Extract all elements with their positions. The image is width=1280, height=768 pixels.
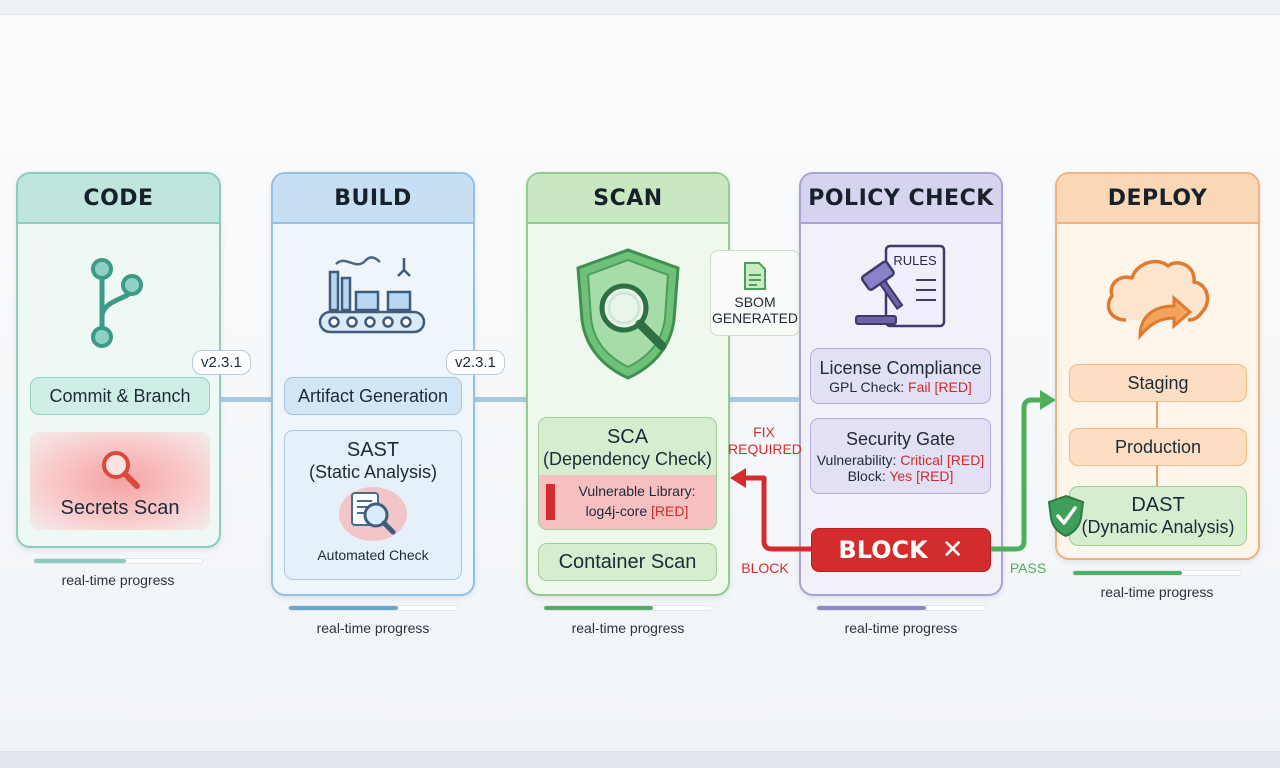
sbom-label-line2: GENERATED (711, 309, 799, 326)
secrets-scan-step[interactable]: Secrets Scan (30, 432, 210, 530)
gate-vuln-prefix: Vulnerability: (816, 451, 897, 468)
sast-subtitle: (Static Analysis) (308, 462, 438, 482)
scan-progress-fill (544, 606, 654, 610)
connector-scan-policy (729, 397, 799, 402)
scan-progress-label: real-time progress (571, 620, 685, 636)
artifact-generation-step[interactable]: Artifact Generation (284, 377, 462, 415)
stage-policy-title: POLICY CHECK (801, 174, 1001, 224)
pass-arrowhead (1040, 390, 1056, 410)
commit-branch-step[interactable]: Commit & Branch (30, 377, 210, 415)
secrets-scan-label: Secrets Scan (60, 496, 180, 519)
fix-label-line1: FIX (753, 424, 775, 440)
gate-vuln-status: Critical [RED] (900, 451, 985, 468)
stage-build-title: BUILD (273, 174, 473, 224)
license-check-prefix: GPL Check: (829, 378, 905, 395)
build-progress-label: real-time progress (316, 620, 430, 636)
code-version-tag: v2.3.1 (192, 350, 251, 375)
shield-check-icon (1047, 494, 1085, 538)
container-scan-label: Container Scan (558, 550, 697, 573)
artifact-generation-label: Artifact Generation (297, 385, 449, 406)
commit-branch-label: Commit & Branch (49, 385, 191, 406)
stage-code-title: CODE (18, 174, 219, 224)
deploy-connector-1 (1156, 402, 1158, 428)
gate-block-status: Yes [RED] (889, 467, 954, 484)
vulnerable-library-alert[interactable]: Vulnerable Library: log4j-core [RED] (539, 475, 716, 529)
block-button[interactable]: BLOCK ✕ (811, 528, 991, 572)
staging-step[interactable]: Staging (1069, 364, 1247, 402)
gate-block-prefix: Block: (847, 467, 886, 484)
scan-progress-bar (543, 605, 713, 611)
git-branch-icon (91, 258, 143, 348)
policy-progress-fill (817, 606, 927, 610)
shield-magnifier-icon (576, 248, 680, 380)
production-label: Production (1114, 436, 1202, 457)
code-progress-fill (34, 559, 127, 563)
security-gate-step[interactable]: Security Gate Vulnerability: Critical [R… (810, 418, 991, 494)
document-icon (744, 261, 766, 290)
vuln-line2: log4j-core [RED] (567, 503, 707, 519)
pass-arrow (990, 397, 1044, 552)
block-button-label: BLOCK (838, 536, 928, 564)
sast-check-label: Automated Check (317, 547, 429, 563)
connector-code-build (220, 397, 272, 402)
sast-title: SAST (346, 439, 400, 461)
license-compliance-step[interactable]: License Compliance GPL Check: Fail [RED] (810, 348, 991, 404)
close-icon: ✕ (941, 535, 964, 565)
vuln-line1: Vulnerable Library: (578, 483, 696, 499)
production-step[interactable]: Production (1069, 428, 1247, 466)
license-detail: GPL Check: Fail [RED] (829, 379, 972, 395)
dast-step[interactable]: DAST (Dynamic Analysis) (1069, 486, 1247, 546)
code-progress-label: real-time progress (61, 572, 175, 588)
policy-progress-bar (816, 605, 986, 611)
dast-subtitle: (Dynamic Analysis) (1081, 517, 1235, 537)
sca-title: SCA (606, 426, 649, 448)
connector-build-scan (474, 397, 527, 402)
deploy-progress-fill (1073, 571, 1183, 575)
sbom-label-line1: SBOM (734, 293, 776, 310)
cloud-deploy-icon (1106, 259, 1210, 341)
build-progress-bar (288, 605, 458, 611)
license-title: License Compliance (819, 357, 982, 378)
deploy-progress-label: real-time progress (1100, 584, 1214, 600)
sbom-generated-badge: SBOM GENERATED (710, 250, 800, 336)
deploy-connector-2 (1156, 466, 1158, 486)
staging-label: Staging (1127, 372, 1189, 393)
sast-step[interactable]: SAST (Static Analysis) Automated Check (284, 430, 462, 580)
fix-required-arrowhead (730, 468, 746, 488)
license-check-status: Fail [RED] (908, 378, 972, 395)
document-magnifier-icon (339, 487, 407, 541)
fix-label-line2: REQUIRED (728, 441, 802, 457)
gate-block-line: Block: Yes [RED] (848, 468, 954, 484)
gate-vulnerability-line: Vulnerability: Critical [RED] (817, 452, 985, 468)
vuln-library-name: log4j-core (585, 503, 648, 519)
dast-title: DAST (1131, 494, 1185, 516)
vuln-flag: [RED] (651, 503, 689, 519)
fix-required-arrow (742, 475, 812, 552)
build-progress-fill (289, 606, 399, 610)
container-scan-step[interactable]: Container Scan (538, 543, 717, 581)
sca-subtitle: (Dependency Check) (542, 449, 713, 469)
code-progress-bar (33, 558, 203, 564)
fix-required-label: FIX REQUIRED (728, 424, 802, 458)
magnifier-icon (102, 450, 140, 489)
stage-deploy-title: DEPLOY (1057, 174, 1258, 224)
build-version-tag: v2.3.1 (446, 350, 505, 375)
gavel-rules-icon (855, 244, 946, 328)
block-flow-label: BLOCK (741, 560, 789, 576)
bottom-bar (0, 752, 1280, 768)
deploy-progress-bar (1072, 570, 1242, 576)
stage-scan-title: SCAN (528, 174, 728, 224)
factory-icon (318, 256, 426, 334)
security-gate-title: Security Gate (845, 428, 956, 449)
rules-label: RULES (893, 253, 937, 268)
top-bar (0, 0, 1280, 14)
policy-progress-label: real-time progress (844, 620, 958, 636)
alert-marker (546, 484, 555, 520)
pass-flow-label: PASS (1009, 560, 1047, 576)
